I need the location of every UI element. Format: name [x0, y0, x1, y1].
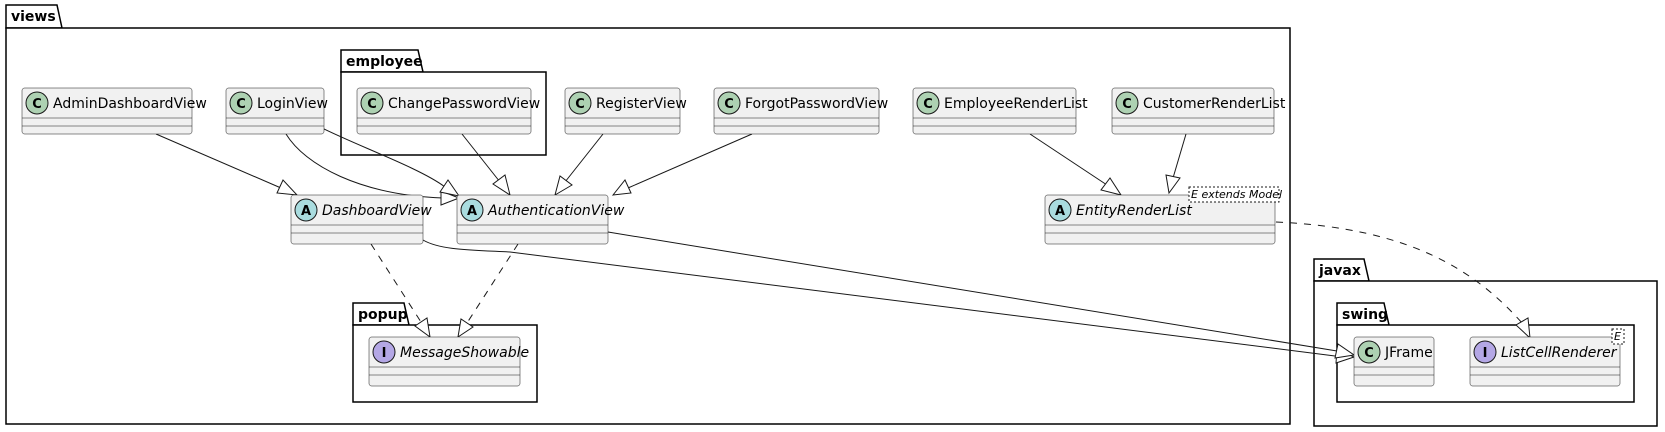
class-loginview: C LoginView — [225, 87, 328, 135]
class-box — [564, 87, 681, 135]
class-jframe: C JFrame — [1353, 336, 1435, 387]
arrowhead — [1515, 317, 1531, 340]
class-employeerenderlist: C EmployeeRenderList — [912, 87, 1088, 135]
svg-text:I: I — [1483, 346, 1488, 361]
class-badge-icon: C — [916, 91, 940, 115]
class-box — [1469, 336, 1621, 387]
relation-entityrenderlist-listcellrenderer — [1275, 221, 1524, 325]
class-badge-icon: C — [1115, 91, 1139, 115]
class-messageshowable: I MessageShowable — [368, 336, 529, 387]
type-parameter: E extends Model — [1188, 186, 1282, 203]
class-name: CustomerRenderList — [1143, 96, 1286, 112]
class-name: ListCellRenderer — [1501, 345, 1618, 361]
svg-text:I: I — [382, 346, 387, 361]
package-javax-label: javax — [1318, 263, 1361, 279]
svg-text:C: C — [1364, 346, 1374, 361]
class-name: JFrame — [1384, 345, 1433, 361]
relation-customerrenderlist-entityrenderlist — [1172, 133, 1187, 179]
relations — [155, 125, 1531, 364]
relation-authentication-jframe — [607, 231, 1338, 352]
class-name: ChangePasswordView — [388, 96, 540, 112]
package-employee-label: employee — [346, 54, 423, 70]
svg-text:C: C — [236, 97, 246, 112]
arrowhead — [1165, 174, 1181, 195]
svg-text:A: A — [301, 204, 311, 219]
class-badge-icon: C — [360, 91, 384, 115]
class-name: AdminDashboardView — [53, 96, 207, 112]
class-box — [356, 87, 532, 135]
class-badge-icon: C — [568, 91, 592, 115]
class-name: EmployeeRenderList — [944, 96, 1088, 112]
class-dashboardview: A DashboardView — [290, 194, 432, 245]
class-name: DashboardView — [322, 203, 432, 219]
arrowhead — [414, 317, 431, 339]
class-entityrenderlist: A EntityRenderList E extends Model — [1044, 186, 1282, 245]
class-box — [456, 194, 609, 245]
class-box — [713, 87, 880, 135]
class-box — [1044, 194, 1276, 245]
class-changepasswordview: C ChangePasswordView — [356, 87, 540, 135]
relation-forgotpassword-authentication — [627, 133, 753, 189]
class-name: RegisterView — [596, 96, 687, 112]
class-box — [368, 336, 521, 387]
relation-changepassword-authentication — [461, 133, 501, 183]
svg-text:C: C — [32, 97, 42, 112]
class-name: LoginView — [257, 96, 328, 112]
class-box — [1111, 87, 1275, 135]
relation-dashboard-jframe — [422, 239, 1336, 357]
class-badge-icon: C — [229, 91, 253, 115]
svg-text:C: C — [367, 97, 377, 112]
svg-text:E extends Model: E extends Model — [1191, 188, 1282, 201]
arrowhead — [276, 179, 299, 196]
abstract-badge-icon: A — [1048, 198, 1072, 222]
relation-login-authentication-2 — [317, 125, 446, 188]
svg-text:A: A — [1055, 204, 1065, 219]
class-badge-icon: C — [25, 91, 49, 115]
interface-badge-icon: I — [1473, 340, 1497, 364]
package-popup-label: popup — [358, 307, 408, 323]
class-box — [290, 194, 424, 245]
arrowhead — [439, 179, 461, 197]
class-customerrenderlist: C CustomerRenderList — [1111, 87, 1286, 135]
class-registerview: C RegisterView — [564, 87, 687, 135]
class-name: AuthenticationView — [487, 203, 625, 219]
svg-text:C: C — [923, 97, 933, 112]
relation-register-authentication — [564, 133, 604, 183]
relation-dashboard-messageshowable — [370, 243, 422, 323]
arrowhead — [1334, 343, 1356, 359]
arrowhead — [492, 174, 511, 197]
interface-badge-icon: I — [372, 340, 396, 364]
type-parameter: E — [1611, 328, 1625, 345]
relation-employeerenderlist-entityrenderlist — [1029, 133, 1108, 186]
package-swing-label: swing — [1342, 307, 1388, 323]
class-name: EntityRenderList — [1076, 203, 1192, 219]
package-views-label: views — [11, 9, 56, 25]
class-box — [912, 87, 1077, 135]
svg-text:A: A — [467, 204, 477, 219]
class-badge-icon: C — [717, 91, 741, 115]
relation-authentication-messageshowable — [466, 243, 519, 324]
class-name: ForgotPasswordView — [745, 96, 888, 112]
svg-text:C: C — [724, 97, 734, 112]
arrowhead — [554, 175, 573, 197]
arrowhead — [457, 318, 474, 339]
class-admindashboardview: C AdminDashboardView — [21, 87, 207, 135]
arrowhead — [611, 179, 632, 196]
abstract-badge-icon: A — [294, 198, 318, 222]
class-forgotpasswordview: C ForgotPasswordView — [713, 87, 888, 135]
class-box — [21, 87, 193, 135]
arrowhead — [1100, 177, 1123, 196]
abstract-badge-icon: A — [460, 198, 484, 222]
svg-text:C: C — [575, 97, 585, 112]
class-listcellrenderer: I ListCellRenderer E — [1469, 328, 1625, 387]
relation-admindashboard-dashboard — [155, 133, 282, 189]
svg-text:C: C — [1122, 97, 1132, 112]
class-badge-icon: C — [1357, 340, 1381, 364]
class-authenticationview: A AuthenticationView — [456, 194, 625, 245]
class-name: MessageShowable — [400, 345, 529, 361]
svg-text:E: E — [1614, 330, 1621, 343]
